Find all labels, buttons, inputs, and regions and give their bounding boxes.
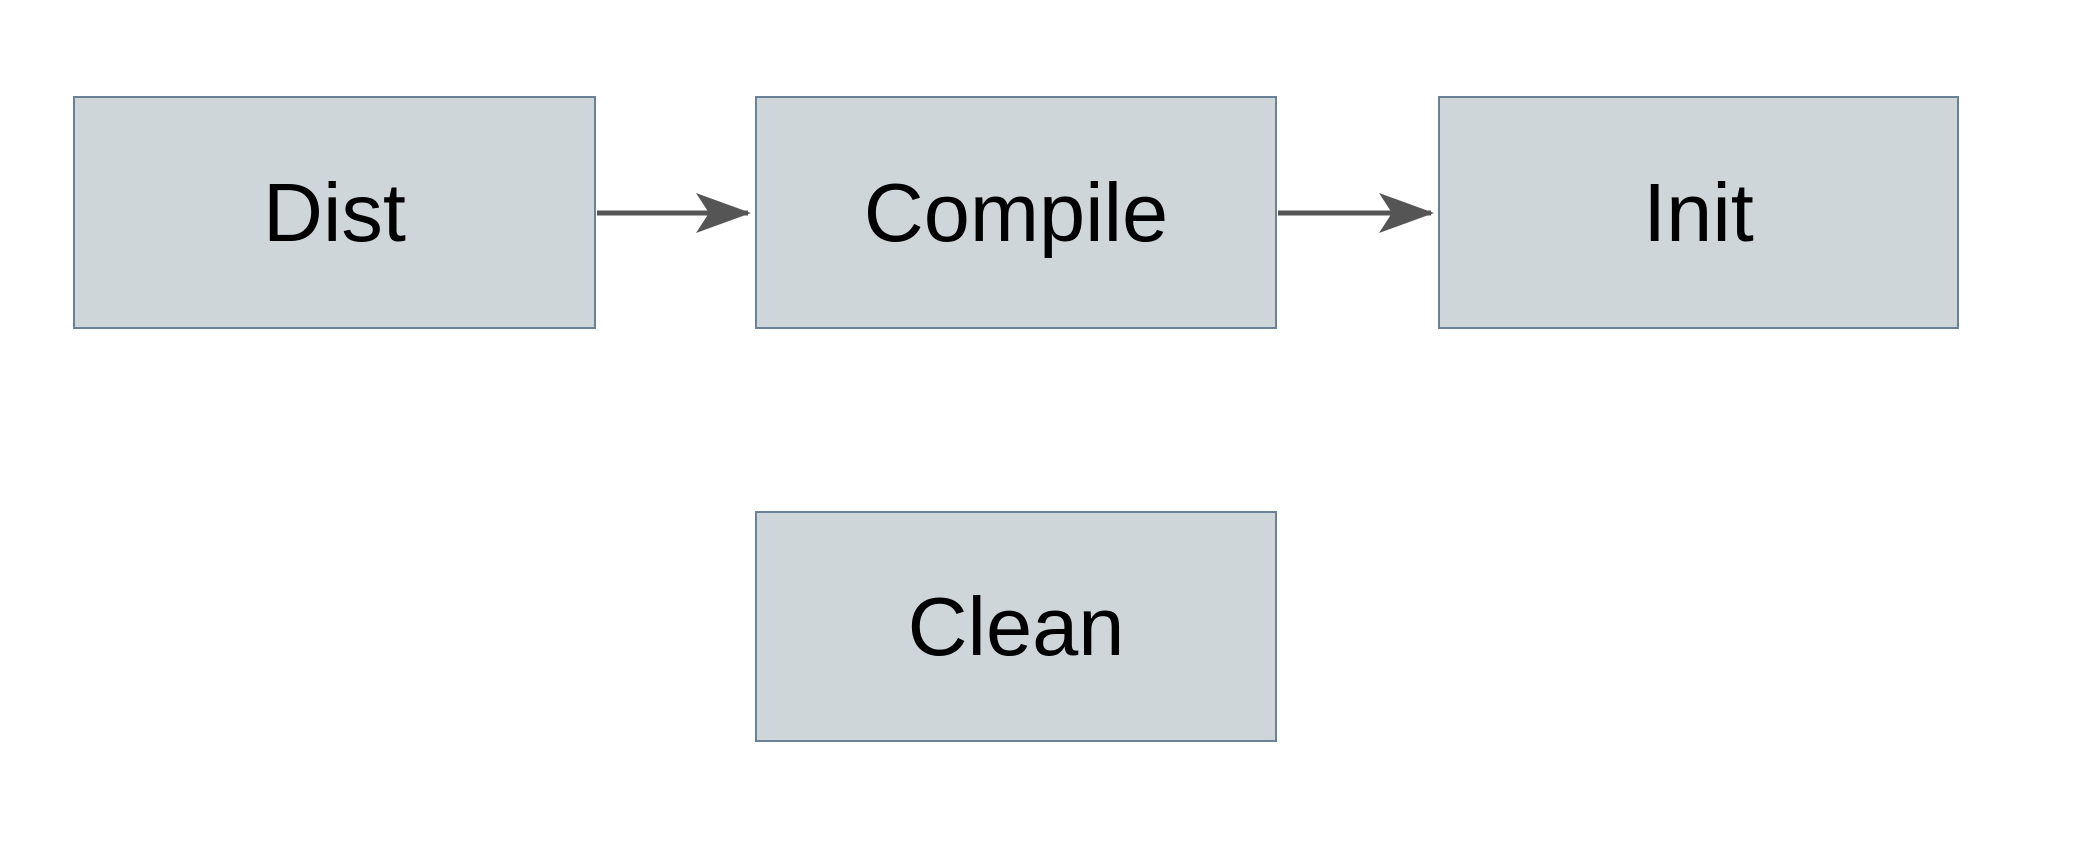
node-compile[interactable]: Compile bbox=[755, 96, 1277, 329]
node-compile-label: Compile bbox=[863, 166, 1169, 259]
node-init-label: Init bbox=[1643, 166, 1754, 259]
node-init[interactable]: Init bbox=[1438, 96, 1959, 329]
node-clean-label: Clean bbox=[907, 580, 1125, 673]
node-dist-label: Dist bbox=[263, 166, 406, 259]
node-clean[interactable]: Clean bbox=[755, 511, 1277, 742]
node-dist[interactable]: Dist bbox=[73, 96, 596, 329]
